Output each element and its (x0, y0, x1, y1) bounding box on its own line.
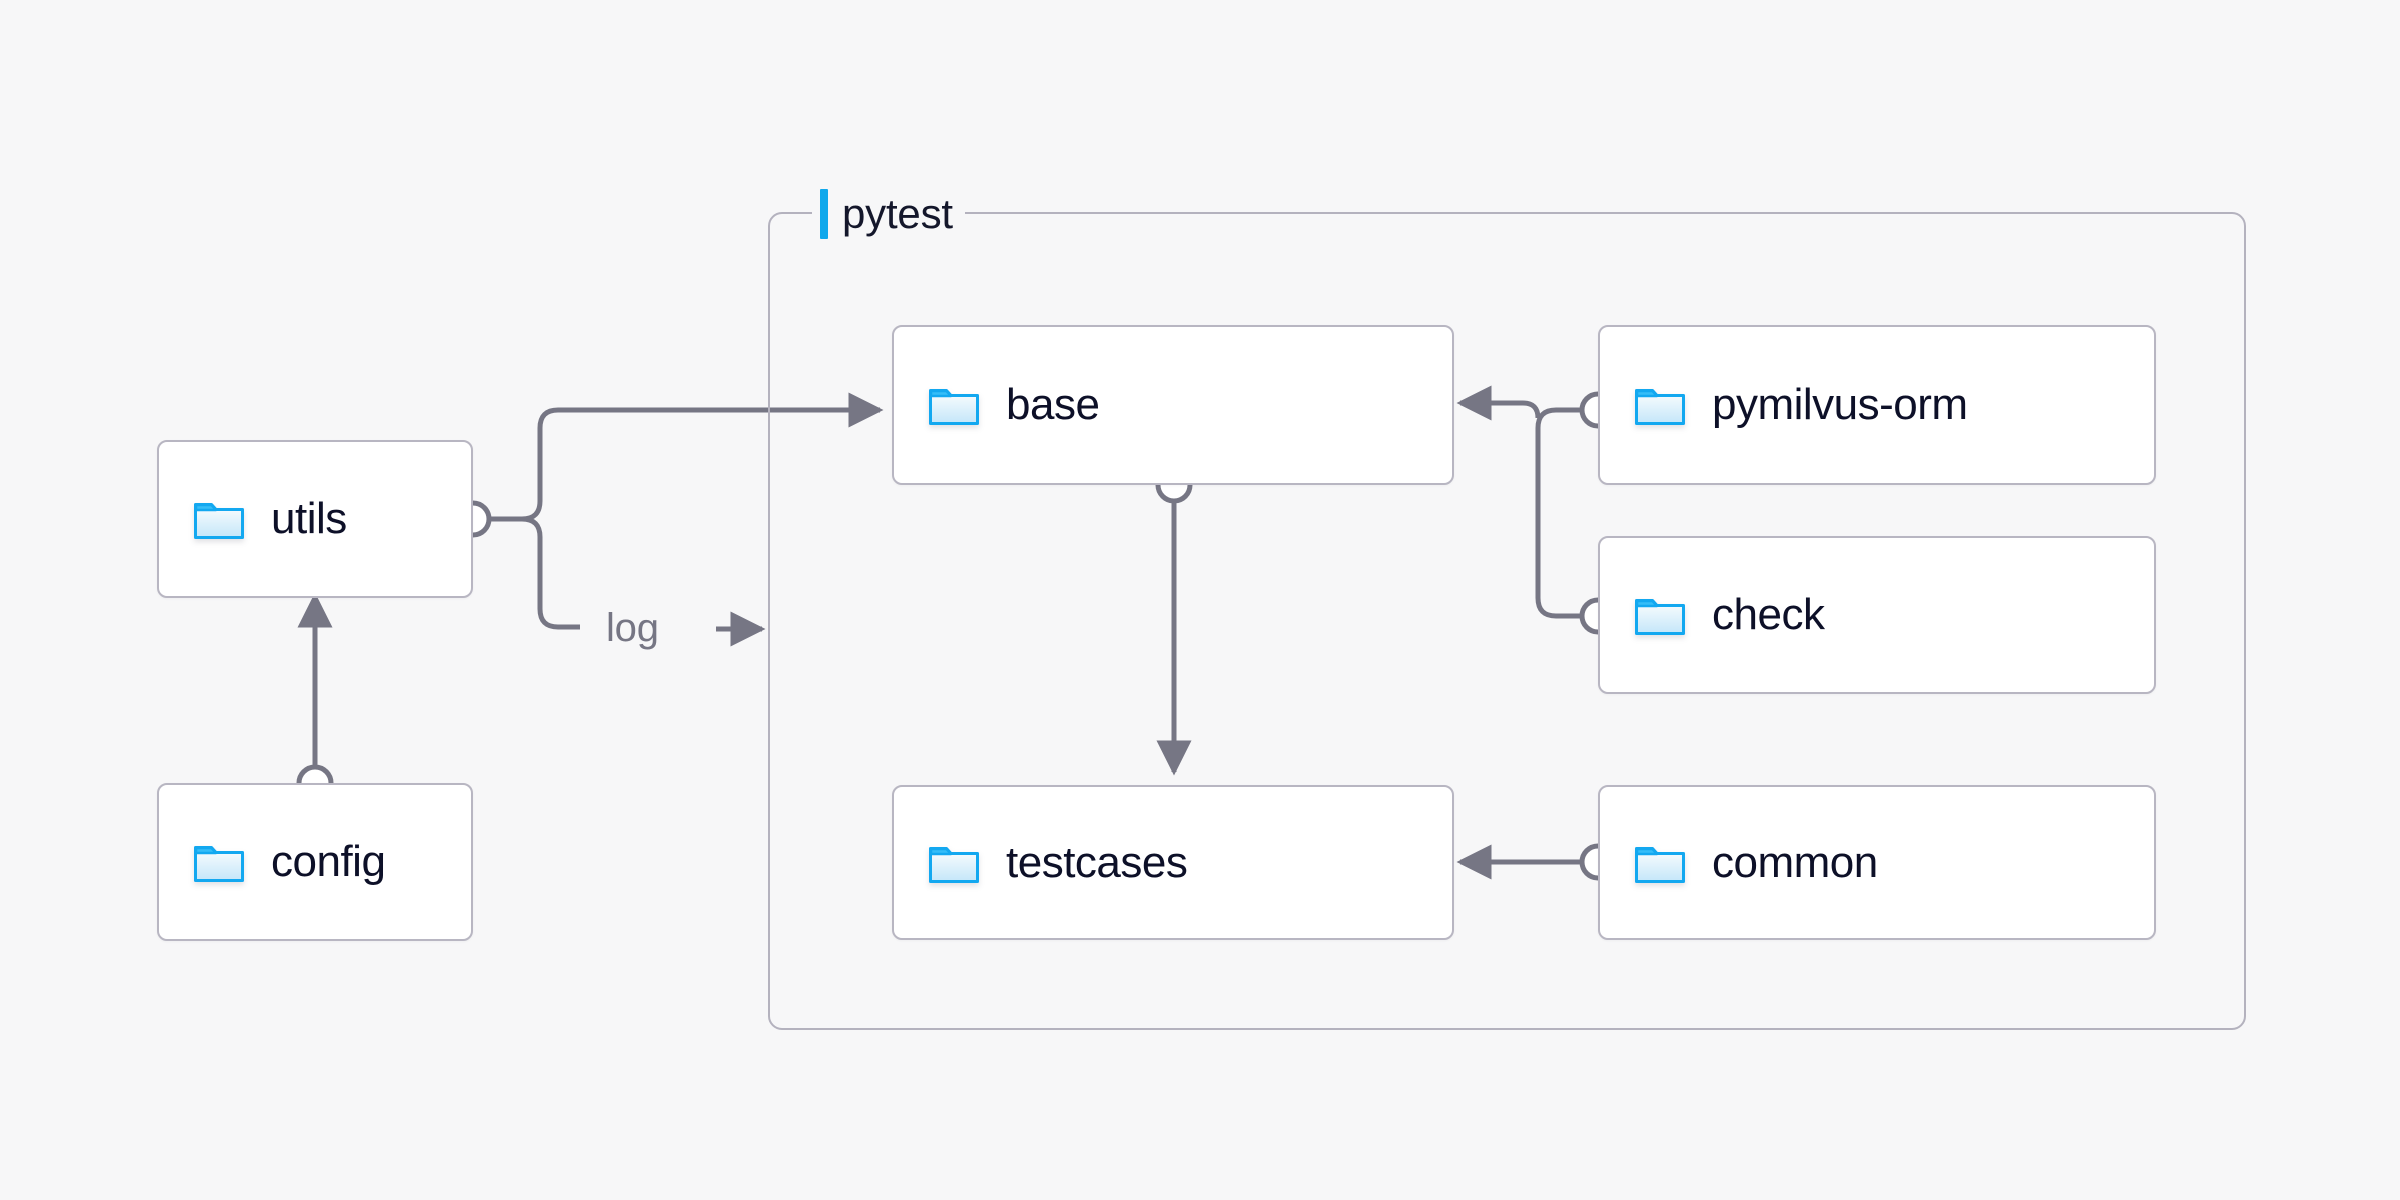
node-testcases-label: testcases (1006, 837, 1188, 887)
node-testcases-content: testcases (894, 837, 1188, 887)
group-accent-bar (820, 189, 828, 239)
node-pymilvus-orm[interactable]: pymilvus-orm (1598, 325, 2156, 485)
node-pymilvus-orm-content: pymilvus-orm (1600, 382, 1968, 428)
node-config-label: config (271, 837, 386, 886)
node-base[interactable]: base (892, 325, 1454, 485)
group-label-text: pytest (842, 190, 953, 237)
folder-icon (194, 846, 244, 882)
node-utils-label: utils (271, 494, 347, 543)
node-base-label: base (1006, 380, 1100, 429)
node-pymilvus-orm-label: pymilvus-orm (1712, 380, 1968, 429)
group-container-pytest (768, 212, 2246, 1030)
folder-icon (929, 846, 979, 883)
folder-icon (1635, 599, 1685, 635)
node-config-content: config (159, 837, 386, 886)
node-check-label: check (1712, 590, 1825, 639)
node-base-content: base (894, 380, 1100, 429)
node-utils[interactable]: utils (157, 440, 473, 598)
folder-icon (1635, 389, 1685, 425)
edge-label-log: log (600, 608, 665, 648)
group-label-pytest: pytest (812, 186, 965, 242)
node-common-content: common (1600, 840, 1878, 886)
node-config[interactable]: config (157, 783, 473, 941)
edge-config-to-utils (296, 592, 334, 802)
folder-icon (1635, 846, 1685, 883)
node-check[interactable]: check (1598, 536, 2156, 694)
node-utils-content: utils (159, 496, 347, 542)
node-common[interactable]: common (1598, 785, 2156, 940)
folder-icon (929, 389, 979, 425)
folder-icon (194, 503, 244, 539)
node-check-content: check (1600, 590, 1825, 639)
node-testcases[interactable]: testcases (892, 785, 1454, 940)
node-common-label: common (1712, 837, 1878, 887)
